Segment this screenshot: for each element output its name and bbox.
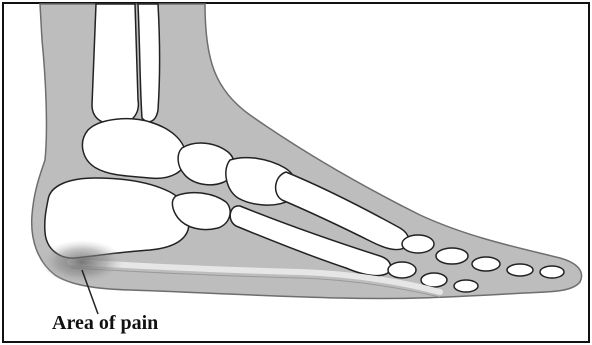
area-of-pain-label: Area of pain: [52, 312, 158, 335]
fibula-bone: [138, 4, 160, 122]
tibia-bone: [92, 4, 138, 124]
pain-area-highlight: [40, 240, 124, 284]
